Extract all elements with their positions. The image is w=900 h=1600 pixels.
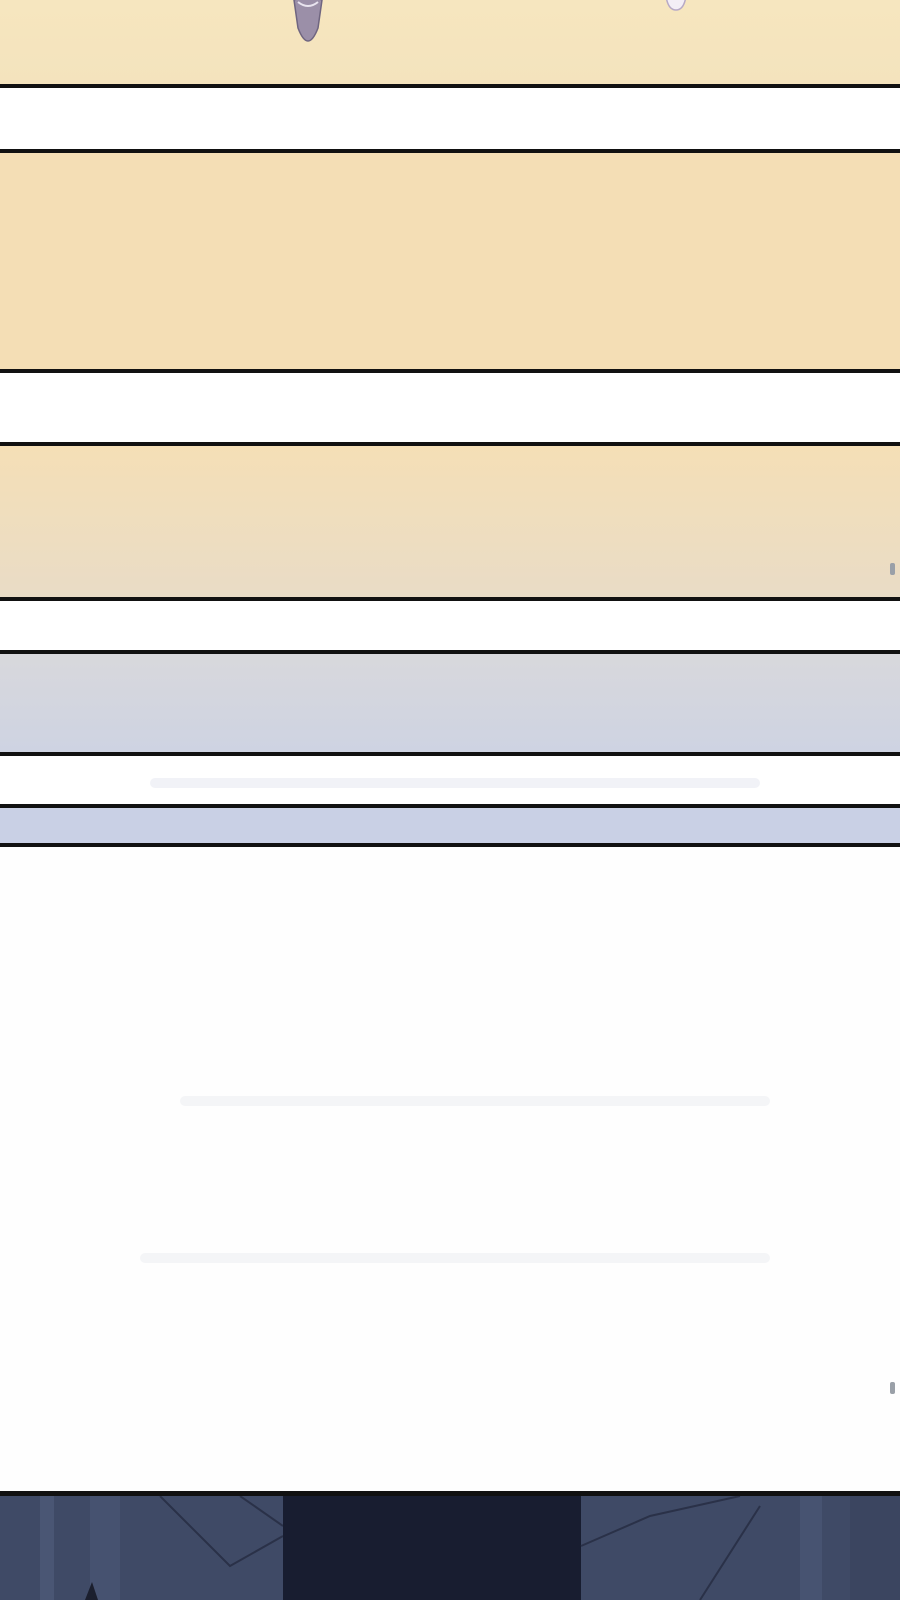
faint-text-ghost: [150, 778, 760, 788]
panel-border: [0, 442, 900, 446]
panel-border: [0, 597, 900, 601]
panel-dark-bottom: [0, 1496, 900, 1600]
panel-lavender-thin: [0, 808, 900, 843]
gutter: [0, 756, 900, 804]
panel-lavender: [0, 654, 900, 752]
scroll-indicator: [890, 563, 895, 575]
panel-border: [0, 149, 900, 153]
panel-border: [0, 650, 900, 654]
panel-border: [0, 84, 900, 88]
panel-border: [0, 843, 900, 847]
scroll-indicator: [890, 1382, 895, 1394]
faint-text-ghost: [180, 1096, 770, 1106]
panel-top-sliver: [0, 0, 900, 84]
gutter: [0, 88, 900, 150]
panel-illustration: [0, 1496, 900, 1600]
panel-cream-gradient: [0, 446, 900, 597]
panel-border: [0, 369, 900, 373]
gutter: [0, 601, 900, 651]
pendant-icon: [293, 0, 323, 42]
panel-cream-large: [0, 153, 900, 369]
gutter-large: [0, 847, 900, 1492]
charm-icon: [666, 0, 686, 11]
panel-border: [0, 752, 900, 756]
gutter: [0, 373, 900, 443]
faint-text-ghost: [140, 1253, 770, 1263]
panel-border: [0, 804, 900, 808]
panel-border: [0, 1491, 900, 1496]
